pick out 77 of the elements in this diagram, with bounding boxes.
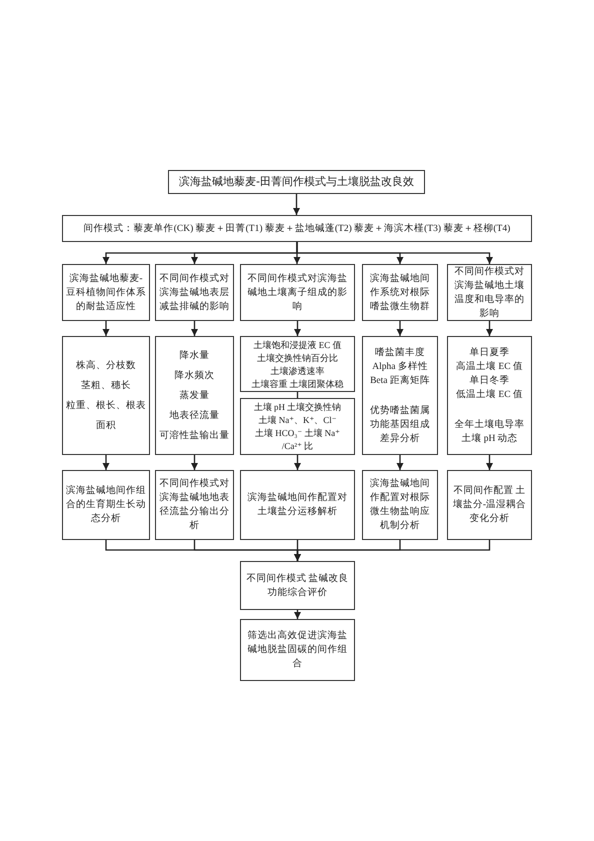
box-text: 土壤 pH 土壤交换性钠 [254, 401, 342, 414]
box-text: 单日夏季 [470, 346, 510, 360]
box-text: 滨海盐碱地间作组合的生育期生长动态分析 [66, 484, 146, 526]
arrow [294, 610, 301, 619]
box-text: 不同间作模式对滨海盐碱地土壤离子组成的影响 [246, 272, 348, 314]
text-box [240, 470, 355, 540]
title-box [168, 170, 425, 194]
text-box [447, 264, 532, 321]
box-text: 筛选出高效促进滨海盐碱地脱盐固碳的间作组合 [246, 629, 348, 671]
text-box [240, 561, 355, 610]
arrow [294, 321, 301, 336]
box-text: Beta 距离矩阵 [370, 374, 430, 388]
box-text: 嗜盐菌丰度 [375, 346, 425, 360]
arrow [396, 321, 404, 336]
box-text: 土壤 HCO₃⁻ 土壤 Na⁺ [255, 427, 340, 440]
box-text: 粒重、根长、根表面积 [66, 399, 146, 432]
box-text: 地表径流量 [170, 409, 220, 422]
box-text: 滨海盐碱地藜麦-豆科植物间作体系的耐盐适应性 [66, 272, 146, 314]
box-text: 不同间作模式对滨海盐碱地地表径流盐分输出分析 [159, 477, 230, 533]
arrow [294, 540, 490, 561]
box-text: 土壤 pH 动态 [461, 432, 518, 446]
box-text: 不同间作模式对滨海盐碱地表层减盐排碱的影响 [159, 272, 230, 314]
arrow [191, 321, 198, 336]
box-text: 土壤渗透速率 [270, 365, 324, 378]
box-text: 茎粗、穗长 [81, 379, 131, 392]
text-box [240, 398, 355, 455]
box-text: 不同间作模式对滨海盐碱地土壤温度和电导率的影响 [454, 265, 526, 320]
box-text: 蒸发量 [180, 389, 210, 402]
text-box [62, 470, 150, 540]
box-text: 差异分析 [380, 432, 420, 446]
box-text: 滨海盐碱地间作配置对根际微生物盐响应机制分析 [369, 477, 431, 533]
box-text: 可溶性盐输出量 [160, 429, 230, 442]
box-text: 滨海盐碱地间作系统对根际嗜盐微生物群 [369, 272, 431, 314]
box-text: 全年土壤电导率 [454, 418, 524, 432]
text-box [240, 336, 355, 392]
arrow [486, 321, 493, 336]
box-text: 株高、分枝数 [76, 359, 136, 372]
box-text: 土壤交换性钠百分比 [257, 352, 338, 365]
text-box [362, 336, 438, 455]
box-text: /Ca²⁺ 比 [282, 440, 314, 453]
box-text: 不同间作配置 土壤盐分-温湿耦合变化分析 [452, 484, 528, 526]
arrow [293, 194, 300, 215]
text-box [62, 215, 532, 242]
box-text: 滨海盐碱地藜麦-田菁间作模式与土壤脱盐改良效 [179, 174, 414, 190]
text-box [447, 336, 532, 455]
text-box [62, 336, 150, 455]
box-text: 降水量 [180, 349, 210, 362]
arrow [396, 455, 404, 470]
text-box [62, 264, 150, 321]
box-text: 土壤容重 土壤团聚体稳 [251, 378, 344, 391]
box-text: 功能基因组成 [370, 418, 430, 432]
arrow [296, 242, 493, 264]
box-text: 间作模式：藜麦单作(CK) 藜麦＋田菁(T1) 藜麦＋盐地碱蓬(T2) 藜麦＋海滨木槿(T3) 藜麦＋柽柳(T4) [84, 222, 510, 236]
arrow [102, 455, 110, 470]
box-text: 低温土壤 EC 值 [456, 388, 523, 402]
box-text: 降水频次 [174, 369, 214, 382]
text-box [362, 470, 438, 540]
arrow [486, 455, 493, 470]
box-text: 滨海盐碱地间作配置对土壤盐分运移解析 [246, 491, 348, 519]
arrow [191, 455, 198, 470]
text-box [155, 336, 234, 455]
text-box [362, 264, 438, 321]
connector-line [296, 392, 298, 398]
box-text: 优势嗜盐菌属 [370, 404, 430, 418]
box-text: 不同间作模式 盐碱改良功能综合评价 [245, 572, 350, 600]
box-text: Alpha 多样性 [372, 360, 428, 374]
text-box [155, 470, 234, 540]
box-text: 土壤 Na⁺、K⁺、Cl⁻ [258, 414, 336, 427]
text-box [447, 470, 532, 540]
arrow [294, 455, 301, 470]
arrow [102, 321, 110, 336]
box-text: 高温土壤 EC 值 [456, 360, 523, 374]
text-box [240, 619, 355, 681]
text-box [240, 264, 355, 321]
text-box [155, 264, 234, 321]
box-text: 单日冬季 [470, 374, 510, 388]
box-text: 土壤饱和浸提液 EC 值 [253, 339, 342, 352]
